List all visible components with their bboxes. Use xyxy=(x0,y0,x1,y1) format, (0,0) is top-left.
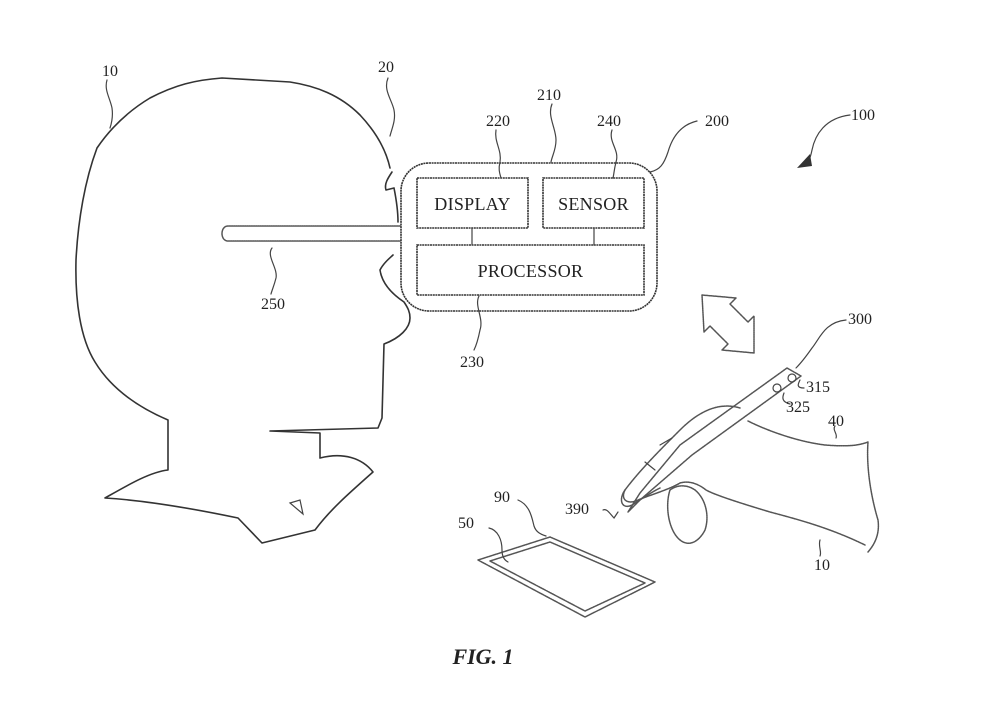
hand-back xyxy=(747,420,880,553)
sensor-label: SENSOR xyxy=(558,194,629,214)
leader-lines xyxy=(105,77,847,563)
display-label: DISPLAY xyxy=(434,194,510,214)
ref-230: 230 xyxy=(460,354,484,371)
processor-label: PROCESSOR xyxy=(478,261,584,281)
hand-outline xyxy=(622,405,866,546)
thumb xyxy=(620,487,661,507)
nose-bridge xyxy=(384,171,399,223)
stylus-button-325 xyxy=(772,383,782,393)
tablet-device xyxy=(477,536,656,618)
ref-100: 100 xyxy=(851,107,875,124)
ref-250: 250 xyxy=(261,296,285,313)
reference-numerals: 10 20 210 220 240 200 100 250 230 300 31… xyxy=(102,59,875,574)
ref-240: 240 xyxy=(597,113,621,130)
strap-outline xyxy=(221,225,401,242)
ref-210: 210 xyxy=(537,87,561,104)
ref-10-head: 10 xyxy=(102,63,118,80)
head-strap xyxy=(221,225,401,242)
head-outline xyxy=(75,77,411,544)
ref-300: 300 xyxy=(848,311,872,328)
figure-caption: FIG. 1 xyxy=(451,644,513,669)
user-head xyxy=(75,77,411,544)
ref-200: 200 xyxy=(705,113,729,130)
processor-block xyxy=(416,244,645,296)
curved-arrow-icon xyxy=(797,114,851,168)
hmd-device: DISPLAY SENSOR PROCESSOR xyxy=(400,162,658,312)
tablet-screen xyxy=(489,541,646,612)
ref-315: 315 xyxy=(806,379,830,396)
knuckle-lines xyxy=(644,437,673,471)
ref-20: 20 xyxy=(378,59,394,76)
ref-390: 390 xyxy=(565,501,589,518)
ref-220: 220 xyxy=(486,113,510,130)
stylus xyxy=(627,367,802,513)
ref-10-hand: 10 xyxy=(814,557,830,574)
tablet-outer xyxy=(477,536,656,618)
user-hand xyxy=(620,405,880,553)
double-headed-arrow-icon xyxy=(701,294,755,354)
ref-40: 40 xyxy=(828,413,844,430)
ref-325: 325 xyxy=(786,399,810,416)
display-block xyxy=(416,177,529,229)
finger-ring xyxy=(667,485,708,544)
ref-50: 50 xyxy=(458,515,474,532)
stylus-body xyxy=(627,367,802,513)
ref-90: 90 xyxy=(494,489,510,506)
stylus-button-315 xyxy=(787,373,797,383)
ear-mark xyxy=(288,499,304,516)
sensor-block xyxy=(542,177,645,229)
